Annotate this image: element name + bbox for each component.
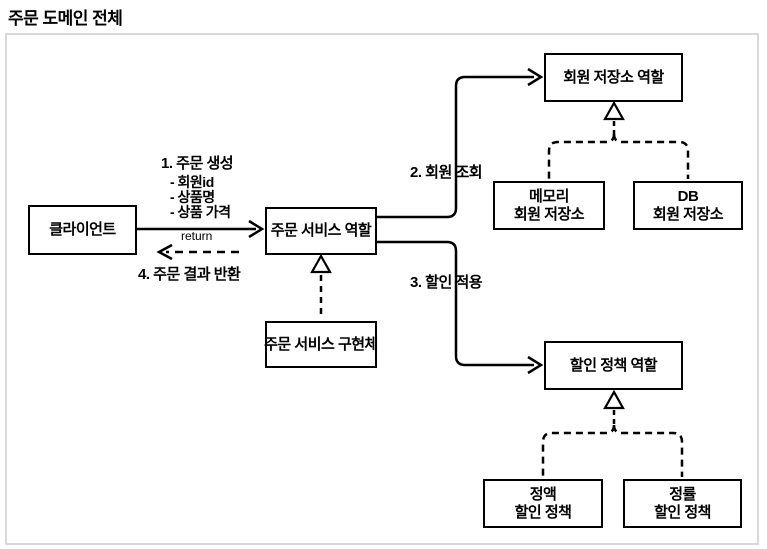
node-rate-discount-policy-line1: 정률 xyxy=(669,485,696,503)
inheritance-triangle-icon xyxy=(603,389,625,410)
edge-label-return: return xyxy=(181,229,213,243)
node-db-member-repo-line2: 회원 저장소 xyxy=(652,205,724,223)
edge-label-member-lookup: 2. 회원 조회 xyxy=(410,164,483,181)
node-client: 클라이언트 xyxy=(28,205,137,255)
edge-label-order-result: 4. 주문 결과 반환 xyxy=(138,266,241,283)
arrow-create-order-head xyxy=(248,219,265,239)
node-discount-policy-role-label: 할인 정책 역할 xyxy=(569,356,658,374)
node-discount-policy-role: 할인 정책 역할 xyxy=(544,341,683,390)
arrow-return-head xyxy=(156,243,173,261)
arrow-member-lookup-line xyxy=(377,75,534,219)
node-fixed-discount-policy-line2: 할인 정책 xyxy=(514,503,572,521)
node-client-label: 클라이언트 xyxy=(49,221,116,238)
node-db-member-repo-line1: DB xyxy=(677,187,699,205)
edge-label-create-order: 1. 주문 생성 xyxy=(161,155,234,172)
arrow-discount-apply-line xyxy=(377,240,534,367)
inheritance-connector-fixed xyxy=(541,424,616,477)
arrow-discount-apply-head xyxy=(527,355,544,375)
inheritance-triangle-icon xyxy=(310,253,332,274)
node-member-repo-role: 회원 저장소 역할 xyxy=(544,53,683,102)
inheritance-connector-db xyxy=(612,133,690,179)
arrow-member-lookup-head xyxy=(527,67,544,87)
node-member-repo-role-label: 회원 저장소 역할 xyxy=(563,68,664,86)
diagram-frame xyxy=(5,33,759,545)
node-memory-member-repo: 메모리 회원 저장소 xyxy=(493,181,605,230)
node-order-service-impl: 주문 서비스 구현체 xyxy=(264,321,378,368)
inheritance-triangle-icon xyxy=(603,100,625,121)
edge-detail-product-price: - 상품 가격 xyxy=(170,204,231,220)
inheritance-connector-memory xyxy=(547,133,616,179)
node-order-service-impl-label: 주문 서비스 구현체 xyxy=(264,335,378,353)
node-db-member-repo: DB 회원 저장소 xyxy=(633,181,743,230)
edge-detail-product-name: - 상품명 xyxy=(170,189,215,205)
edge-label-discount-apply: 3. 할인 적용 xyxy=(410,274,483,291)
page-title: 주문 도메인 전체 xyxy=(8,9,123,28)
node-fixed-discount-policy-line1: 정액 xyxy=(529,485,557,503)
node-rate-discount-policy-line2: 할인 정책 xyxy=(654,503,711,521)
node-memory-member-repo-line2: 회원 저장소 xyxy=(513,205,585,223)
inheritance-connector-rate xyxy=(612,424,684,477)
node-memory-member-repo-line1: 메모리 xyxy=(529,187,569,205)
edge-detail-member-id: - 회원id xyxy=(170,174,214,190)
node-fixed-discount-policy: 정액 할인 정책 xyxy=(483,479,603,528)
node-rate-discount-policy: 정률 할인 정책 xyxy=(623,479,742,528)
node-order-service-role-label: 주문 서비스 역할 xyxy=(270,222,372,239)
node-order-service-role: 주문 서비스 역할 xyxy=(265,207,377,255)
